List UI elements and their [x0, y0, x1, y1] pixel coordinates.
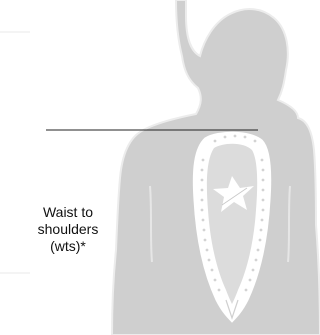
measurement-label-line-1: Waist to	[8, 204, 128, 221]
measurement-label: Waist to shoulders (wts)*	[8, 204, 128, 255]
measurement-label-line-3: (wts)*	[8, 238, 128, 255]
measurement-label-line-2: shoulders	[8, 221, 128, 238]
